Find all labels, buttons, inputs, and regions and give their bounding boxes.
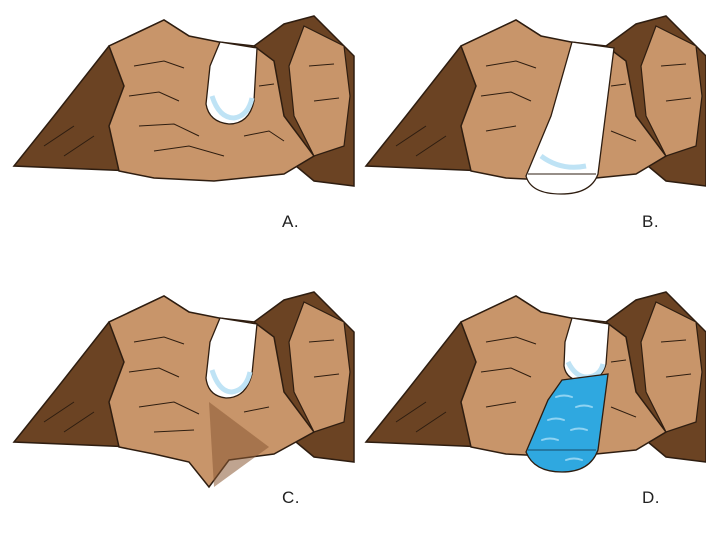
panel-label-d: D. [642, 488, 660, 508]
panel-a: A. [14, 6, 354, 261]
panel-d-illustration [366, 282, 706, 482]
panel-b: B. [366, 6, 706, 261]
panel-d: D. [366, 282, 706, 537]
panel-label-a: A. [282, 212, 299, 232]
panel-label-c: C. [282, 488, 300, 508]
panel-label-b: B. [642, 212, 659, 232]
panel-c: C. [14, 282, 354, 537]
panel-a-illustration [14, 6, 354, 206]
panel-c-illustration [14, 282, 354, 482]
panel-b-illustration [366, 6, 706, 206]
